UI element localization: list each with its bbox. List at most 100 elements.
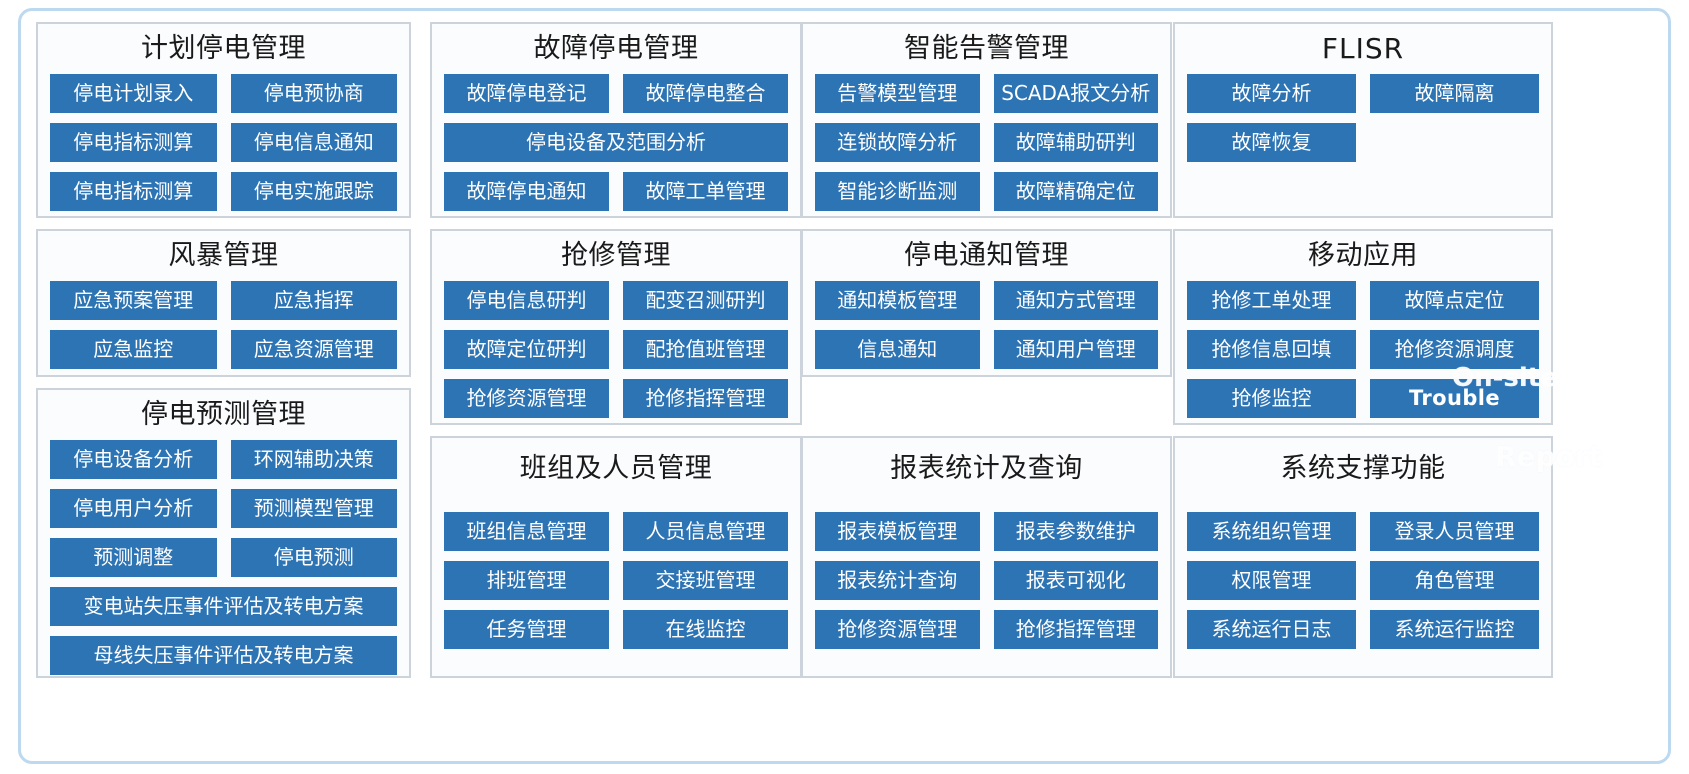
panel-report-statistics-and-query: 报表统计及查询 报表模板管理 报表参数维护 报表统计查询 报表可视化 抢修资源管… bbox=[801, 436, 1172, 678]
module-button[interactable]: 系统运行日志 bbox=[1187, 610, 1356, 649]
module-button[interactable]: 排班管理 bbox=[444, 561, 609, 600]
module-button[interactable]: 交接班管理 bbox=[623, 561, 788, 600]
module-button[interactable]: 故障停电通知 bbox=[444, 172, 609, 211]
module-button[interactable]: 通知模板管理 bbox=[815, 281, 980, 320]
button-row: 权限管理 角色管理 bbox=[1187, 561, 1539, 600]
panel-buttons: 报表模板管理 报表参数维护 报表统计查询 报表可视化 抢修资源管理 抢修指挥管理 bbox=[803, 512, 1170, 659]
module-button[interactable]: 抢修指挥管理 bbox=[623, 379, 788, 418]
module-button[interactable]: 登录人员管理 bbox=[1370, 512, 1539, 551]
module-button[interactable]: 故障精确定位 bbox=[993, 172, 1158, 211]
module-button[interactable]: 系统运行监控 bbox=[1370, 610, 1539, 649]
panel-buttons: 故障停电登记 故障停电整合 停电设备及范围分析 故障停电通知 故障工单管理 bbox=[432, 74, 800, 221]
panel-mobile-application: 移动应用 抢修工单处理 故障点定位 抢修信息回填 抢修资源调度 抢修监控 Tro… bbox=[1173, 229, 1553, 425]
module-button[interactable]: 应急指挥 bbox=[230, 281, 397, 320]
module-button[interactable]: 连锁故障分析 bbox=[815, 123, 980, 162]
module-button[interactable]: 报表模板管理 bbox=[815, 512, 980, 551]
module-button[interactable]: 故障恢复 bbox=[1187, 123, 1356, 162]
button-row: 停电信息研判 配变召测研判 bbox=[444, 281, 788, 320]
module-button[interactable]: 故障隔离 bbox=[1370, 74, 1539, 113]
module-button[interactable]: 人员信息管理 bbox=[623, 512, 788, 551]
module-button[interactable]: 配抢值班管理 bbox=[623, 330, 788, 369]
button-row: 停电指标测算 停电信息通知 bbox=[50, 123, 397, 162]
module-button[interactable]: SCADA报文分析 bbox=[993, 74, 1158, 113]
module-button[interactable]: 通知方式管理 bbox=[993, 281, 1158, 320]
panel-intelligent-alarm-management: 智能告警管理 告警模型管理 SCADA报文分析 连锁故障分析 故障辅助研判 智能… bbox=[801, 22, 1172, 218]
panel-title: 停电通知管理 bbox=[904, 240, 1069, 271]
module-button[interactable]: 环网辅助决策 bbox=[230, 440, 397, 479]
module-button[interactable]: 任务管理 bbox=[444, 610, 609, 649]
module-button[interactable]: 抢修工单处理 bbox=[1187, 281, 1356, 320]
module-button[interactable]: Trouble bbox=[1370, 379, 1539, 418]
module-button[interactable]: 报表参数维护 bbox=[993, 512, 1158, 551]
module-button[interactable]: 信息通知 bbox=[815, 330, 980, 369]
panel-buttons: 班组信息管理 人员信息管理 排班管理 交接班管理 任务管理 在线监控 bbox=[432, 512, 800, 659]
module-button[interactable]: 停电实施跟踪 bbox=[230, 172, 397, 211]
module-button[interactable]: 母线失压事件评估及转电方案 bbox=[50, 636, 397, 675]
module-button[interactable]: 故障辅助研判 bbox=[993, 123, 1158, 162]
module-button-placeholder bbox=[1370, 123, 1539, 162]
button-row: 抢修工单处理 故障点定位 bbox=[1187, 281, 1539, 320]
module-button[interactable]: 停电计划录入 bbox=[50, 74, 217, 113]
button-row: 故障分析 故障隔离 bbox=[1187, 74, 1539, 113]
module-button[interactable]: 停电预测 bbox=[230, 538, 397, 577]
panel-buttons: 停电设备分析 环网辅助决策 停电用户分析 预测模型管理 预测调整 停电预测 变电… bbox=[38, 440, 409, 685]
module-button[interactable]: 报表可视化 bbox=[993, 561, 1158, 600]
panel-title: 系统支撑功能 bbox=[1280, 453, 1446, 484]
module-button[interactable]: 抢修资源管理 bbox=[815, 610, 980, 649]
module-button[interactable]: 抢修指挥管理 bbox=[993, 610, 1158, 649]
module-button[interactable]: 停电信息通知 bbox=[230, 123, 397, 162]
button-row: 故障停电登记 故障停电整合 bbox=[444, 74, 788, 113]
module-button[interactable]: 抢修信息回填 bbox=[1187, 330, 1356, 369]
panel-buttons: 告警模型管理 SCADA报文分析 连锁故障分析 故障辅助研判 智能诊断监测 故障… bbox=[803, 74, 1170, 221]
module-button[interactable]: 停电信息研判 bbox=[444, 281, 609, 320]
module-button[interactable]: 在线监控 bbox=[623, 610, 788, 649]
module-button[interactable]: 故障停电整合 bbox=[623, 74, 788, 113]
button-row: 抢修资源管理 抢修指挥管理 bbox=[815, 610, 1158, 649]
module-button[interactable]: 通知用户管理 bbox=[993, 330, 1158, 369]
module-button[interactable]: 系统组织管理 bbox=[1187, 512, 1356, 551]
module-button[interactable]: 故障停电登记 bbox=[444, 74, 609, 113]
module-button[interactable]: 权限管理 bbox=[1187, 561, 1356, 600]
module-button[interactable]: 智能诊断监测 bbox=[815, 172, 980, 211]
module-button[interactable]: 故障定位研判 bbox=[444, 330, 609, 369]
module-button[interactable]: 停电用户分析 bbox=[50, 489, 217, 528]
module-button[interactable]: 停电设备分析 bbox=[50, 440, 217, 479]
module-button[interactable]: 抢修资源管理 bbox=[444, 379, 609, 418]
panel-buttons: 抢修工单处理 故障点定位 抢修信息回填 抢修资源调度 抢修监控 Trouble bbox=[1175, 281, 1551, 428]
panel-title: 移动应用 bbox=[1308, 240, 1418, 271]
module-button[interactable]: 报表统计查询 bbox=[815, 561, 980, 600]
module-button[interactable]: 角色管理 bbox=[1370, 561, 1539, 600]
module-button[interactable]: 停电指标测算 bbox=[50, 123, 217, 162]
module-button[interactable]: 抢修资源调度 bbox=[1370, 330, 1539, 369]
button-row: 连锁故障分析 故障辅助研判 bbox=[815, 123, 1158, 162]
module-button[interactable]: 故障点定位 bbox=[1370, 281, 1539, 320]
module-button[interactable]: 配变召测研判 bbox=[623, 281, 788, 320]
button-row: 告警模型管理 SCADA报文分析 bbox=[815, 74, 1158, 113]
button-row: 预测调整 停电预测 bbox=[50, 538, 397, 577]
module-button[interactable]: 班组信息管理 bbox=[444, 512, 609, 551]
module-button[interactable]: 抢修监控 bbox=[1187, 379, 1356, 418]
panel-outage-forecast-management: 停电预测管理 停电设备分析 环网辅助决策 停电用户分析 预测模型管理 预测调整 … bbox=[36, 388, 411, 678]
panel-team-and-personnel-management: 班组及人员管理 班组信息管理 人员信息管理 排班管理 交接班管理 任务管理 在线… bbox=[430, 436, 802, 678]
module-button[interactable]: 故障工单管理 bbox=[623, 172, 788, 211]
module-button[interactable]: 停电指标测算 bbox=[50, 172, 217, 211]
panel-title: 抢修管理 bbox=[561, 240, 671, 271]
module-button[interactable]: 停电预协商 bbox=[230, 74, 397, 113]
panel-buttons: 停电信息研判 配变召测研判 故障定位研判 配抢值班管理 抢修资源管理 抢修指挥管… bbox=[432, 281, 800, 428]
button-row: 通知模板管理 通知方式管理 bbox=[815, 281, 1158, 320]
module-button[interactable]: 应急预案管理 bbox=[50, 281, 217, 320]
module-button[interactable]: 应急监控 bbox=[50, 330, 217, 369]
panel-planned-outage-management: 计划停电管理 停电计划录入 停电预协商 停电指标测算 停电信息通知 停电指标测算… bbox=[36, 22, 411, 218]
module-button[interactable]: 预测调整 bbox=[50, 538, 217, 577]
module-button[interactable]: 变电站失压事件评估及转电方案 bbox=[50, 587, 397, 626]
module-button[interactable]: 故障分析 bbox=[1187, 74, 1356, 113]
module-button[interactable]: 预测模型管理 bbox=[230, 489, 397, 528]
panel-buttons: 故障分析 故障隔离 故障恢复 bbox=[1175, 74, 1551, 172]
panel-title: 停电预测管理 bbox=[141, 399, 306, 430]
button-row: 停电指标测算 停电实施跟踪 bbox=[50, 172, 397, 211]
module-button[interactable]: 告警模型管理 bbox=[815, 74, 980, 113]
panel-title: 智能告警管理 bbox=[904, 33, 1069, 64]
module-button[interactable]: 应急资源管理 bbox=[230, 330, 397, 369]
module-button[interactable]: 停电设备及范围分析 bbox=[444, 123, 788, 162]
button-row: 任务管理 在线监控 bbox=[444, 610, 788, 649]
